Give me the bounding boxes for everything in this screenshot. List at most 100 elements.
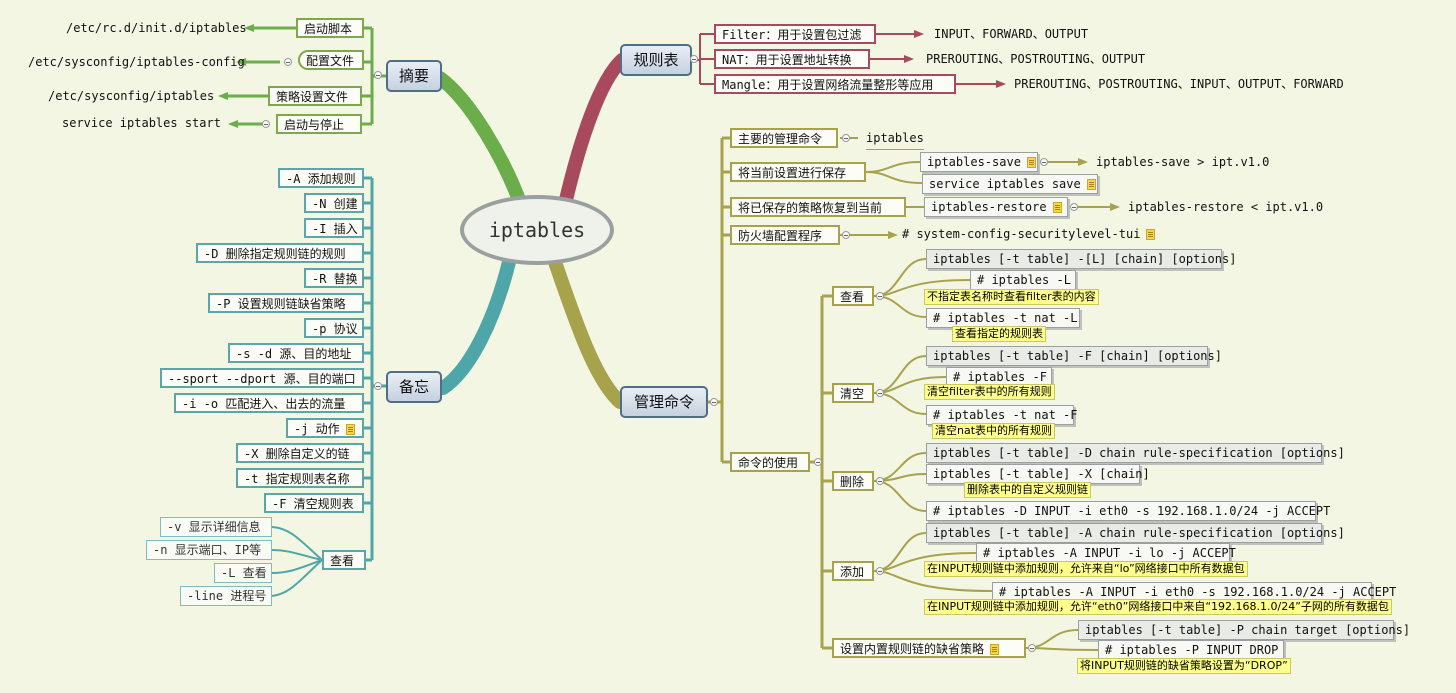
memo-item[interactable]: -A 添加规则 bbox=[278, 168, 364, 188]
note-icon[interactable] bbox=[345, 424, 355, 435]
memo-item[interactable]: -D 删除指定规则链的规则 bbox=[196, 243, 364, 263]
note-icon[interactable] bbox=[1146, 229, 1156, 240]
rules-item-label[interactable]: Filter：用于设置包过滤 bbox=[714, 24, 876, 44]
memo-item[interactable]: -s -d 源、目的地址 bbox=[228, 343, 364, 363]
memo-item-label: -s -d 源、目的地址 bbox=[236, 347, 352, 361]
toggle-icon[interactable] bbox=[876, 477, 884, 485]
clear-example[interactable]: # iptables -t nat -F bbox=[926, 405, 1078, 425]
toggle-icon[interactable] bbox=[876, 292, 884, 300]
delete-syntax-2[interactable]: iptables [-t table] -X [chain] bbox=[926, 464, 1150, 484]
toggle-icon[interactable] bbox=[1040, 158, 1048, 166]
toggle-icon[interactable] bbox=[1070, 203, 1078, 211]
add-example[interactable]: # iptables -A INPUT -i eth0 -s 192.168.1… bbox=[992, 582, 1396, 602]
toggle-icon[interactable] bbox=[374, 382, 382, 390]
mgmt-fw-value-text: # system-config-securitylevel-tui bbox=[902, 227, 1141, 241]
view-example[interactable]: # iptables -t nat -L bbox=[926, 308, 1080, 328]
mgmt-save[interactable]: 将当前设置进行保存 bbox=[730, 162, 866, 182]
toggle-icon[interactable] bbox=[814, 458, 822, 466]
mgmt-save-b[interactable]: service iptables save bbox=[922, 174, 1098, 194]
clear-syntax[interactable]: iptables [-t table] -F [chain] [options] bbox=[926, 346, 1222, 366]
add-syntax[interactable]: iptables [-t table] -A chain rule-specif… bbox=[926, 523, 1345, 543]
policy-syntax[interactable]: iptables [-t table] -P chain target [opt… bbox=[1078, 620, 1410, 640]
memo-item-label: -j 动作 bbox=[294, 422, 340, 436]
toggle-icon[interactable] bbox=[1028, 644, 1036, 652]
toggle-icon[interactable] bbox=[262, 120, 270, 128]
mgmt-save-a-value: iptables-save > ipt.v1.0 bbox=[1096, 155, 1270, 169]
toggle-icon[interactable] bbox=[710, 398, 718, 406]
rules-item-label[interactable]: Mangle：用于设置网络流量整形等应用 bbox=[714, 74, 956, 94]
view-syntax[interactable]: iptables [-t table] -[L] [chain] [option… bbox=[926, 249, 1236, 269]
memo-item[interactable]: -j 动作 bbox=[286, 418, 364, 438]
mgmt-fw[interactable]: 防火墙配置程序 bbox=[730, 225, 840, 245]
memo-item-label: --sport --dport 源、目的端口 bbox=[168, 372, 356, 386]
mgmt-restore[interactable]: 将已保存的策略恢复到当前 bbox=[730, 197, 906, 217]
topic-rules[interactable]: 规则表 bbox=[620, 44, 692, 76]
usage-clear[interactable]: 清空 bbox=[832, 383, 874, 403]
mgmt-fw-value: # system-config-securitylevel-tui bbox=[902, 226, 1156, 246]
usage-view[interactable]: 查看 bbox=[832, 286, 874, 306]
memo-view-item[interactable]: -v 显示详细信息 bbox=[160, 517, 272, 537]
memo-view-item[interactable]: -n 显示端口、IP等 bbox=[146, 540, 272, 560]
usage-delete[interactable]: 删除 bbox=[832, 471, 874, 491]
usage-add[interactable]: 添加 bbox=[832, 561, 874, 581]
summary-item-label[interactable]: 启动脚本 bbox=[296, 18, 364, 38]
mgmt-restore-a[interactable]: iptables-restore bbox=[924, 197, 1068, 217]
view-example[interactable]: # iptables -L bbox=[970, 270, 1076, 290]
clear-example-note: 清空filter表中的所有规则 bbox=[924, 384, 1055, 400]
note-icon[interactable] bbox=[990, 644, 1000, 655]
memo-item[interactable]: -p 协议 bbox=[304, 318, 364, 338]
toggle-icon[interactable] bbox=[284, 58, 292, 66]
toggle-icon[interactable] bbox=[374, 71, 382, 79]
note-icon[interactable] bbox=[1086, 179, 1096, 190]
memo-view-item[interactable]: -L 查看 bbox=[214, 563, 272, 583]
topic-memo[interactable]: 备忘 bbox=[386, 371, 442, 403]
memo-item[interactable]: -t 指定规则表名称 bbox=[236, 468, 364, 488]
summary-item-label[interactable]: 配置文件 bbox=[298, 50, 364, 70]
delete-syntax[interactable]: iptables [-t table] -D chain rule-specif… bbox=[926, 443, 1345, 463]
toggle-icon[interactable] bbox=[876, 567, 884, 575]
toggle-icon[interactable] bbox=[690, 55, 698, 63]
summary-item-value: /etc/sysconfig/iptables-config bbox=[28, 55, 245, 69]
memo-item[interactable]: -X 删除自定义的链 bbox=[236, 443, 364, 463]
rules-item-value: PREROUTING、POSTROUTING、OUTPUT bbox=[926, 52, 1146, 66]
topic-mgmt[interactable]: 管理命令 bbox=[620, 386, 708, 418]
toggle-icon[interactable] bbox=[876, 389, 884, 397]
mgmt-usage[interactable]: 命令的使用 bbox=[730, 452, 810, 472]
mgmt-restore-a-label: iptables-restore bbox=[931, 200, 1047, 214]
add-example[interactable]: # iptables -A INPUT -i lo -j ACCEPT bbox=[976, 543, 1236, 563]
rules-item-value: INPUT、FORWARD、OUTPUT bbox=[934, 27, 1089, 41]
memo-item[interactable]: --sport --dport 源、目的端口 bbox=[160, 368, 364, 388]
memo-item-label: -t 指定规则表名称 bbox=[244, 472, 350, 486]
rules-item-value: PREROUTING、POSTROUTING、INPUT、OUTPUT、FORW… bbox=[1014, 77, 1344, 91]
memo-item[interactable]: -i -o 匹配进入、出去的流量 bbox=[174, 393, 364, 413]
mgmt-save-a[interactable]: iptables-save bbox=[920, 152, 1038, 172]
delete-syntax-2-note: 删除表中的自定义规则链 bbox=[964, 482, 1091, 498]
delete-example[interactable]: # iptables -D INPUT -i eth0 -s 192.168.1… bbox=[926, 501, 1330, 521]
mgmt-main-cmd[interactable]: 主要的管理命令 bbox=[730, 128, 838, 148]
memo-item-label: -A 添加规则 bbox=[286, 172, 356, 186]
usage-policy[interactable]: 设置内置规则链的缺省策略 bbox=[832, 638, 1026, 658]
toggle-icon[interactable] bbox=[842, 231, 850, 239]
memo-item[interactable]: -R 替换 bbox=[304, 268, 364, 288]
mgmt-save-b-label: service iptables save bbox=[929, 177, 1081, 191]
policy-example[interactable]: # iptables -P INPUT DROP bbox=[1098, 640, 1284, 660]
rules-item-label[interactable]: NAT：用于设置地址转换 bbox=[714, 49, 870, 69]
central-topic[interactable]: iptables bbox=[460, 195, 614, 265]
topic-summary[interactable]: 摘要 bbox=[386, 60, 442, 92]
memo-item[interactable]: -I 插入 bbox=[304, 218, 364, 238]
memo-item[interactable]: -P 设置规则链缺省策略 bbox=[208, 293, 364, 313]
summary-item-label[interactable]: 策略设置文件 bbox=[268, 86, 362, 106]
memo-item[interactable]: -N 创建 bbox=[304, 193, 364, 213]
note-icon[interactable] bbox=[1052, 202, 1062, 213]
memo-item-label: -p 协议 bbox=[312, 322, 358, 336]
memo-view[interactable]: 查看 bbox=[322, 550, 366, 570]
view-example-note: 查看指定的规则表 bbox=[952, 326, 1046, 342]
view-example-note: 不指定表名称时查看filter表的内容 bbox=[924, 289, 1099, 305]
memo-item-label: -F 清空规则表 bbox=[272, 497, 354, 511]
toggle-icon[interactable] bbox=[842, 134, 850, 142]
note-icon[interactable] bbox=[1026, 157, 1036, 168]
memo-view-item[interactable]: -line 进程号 bbox=[180, 586, 272, 606]
memo-item[interactable]: -F 清空规则表 bbox=[264, 493, 364, 513]
summary-item-label[interactable]: 启动与停止 bbox=[276, 114, 362, 134]
